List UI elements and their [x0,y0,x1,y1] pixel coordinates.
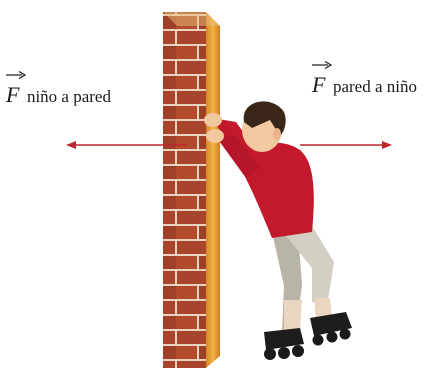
force-label-wall-on-child: F pared a niño [312,60,417,98]
force-subscript: pared a niño [332,77,417,96]
hair [243,101,286,136]
wall-top [163,12,220,26]
hand-upper [204,113,222,127]
vector-arrow-icon [6,70,26,80]
front-leg [278,226,334,302]
hand-lower [206,129,224,143]
brick-wall [163,12,220,368]
rollerblade-front [310,312,352,346]
force-symbol: F [312,60,332,97]
vector-arrow-icon [312,60,332,70]
force-subscript: niño a pared [26,87,111,106]
arm-lower [214,134,260,178]
child-figure [204,101,352,360]
wall-side [206,12,220,368]
force-symbol: F [6,70,26,107]
force-label-child-on-wall: F niño a pared [6,70,111,108]
wall-front [163,12,206,368]
rollerblade-back [264,328,304,360]
